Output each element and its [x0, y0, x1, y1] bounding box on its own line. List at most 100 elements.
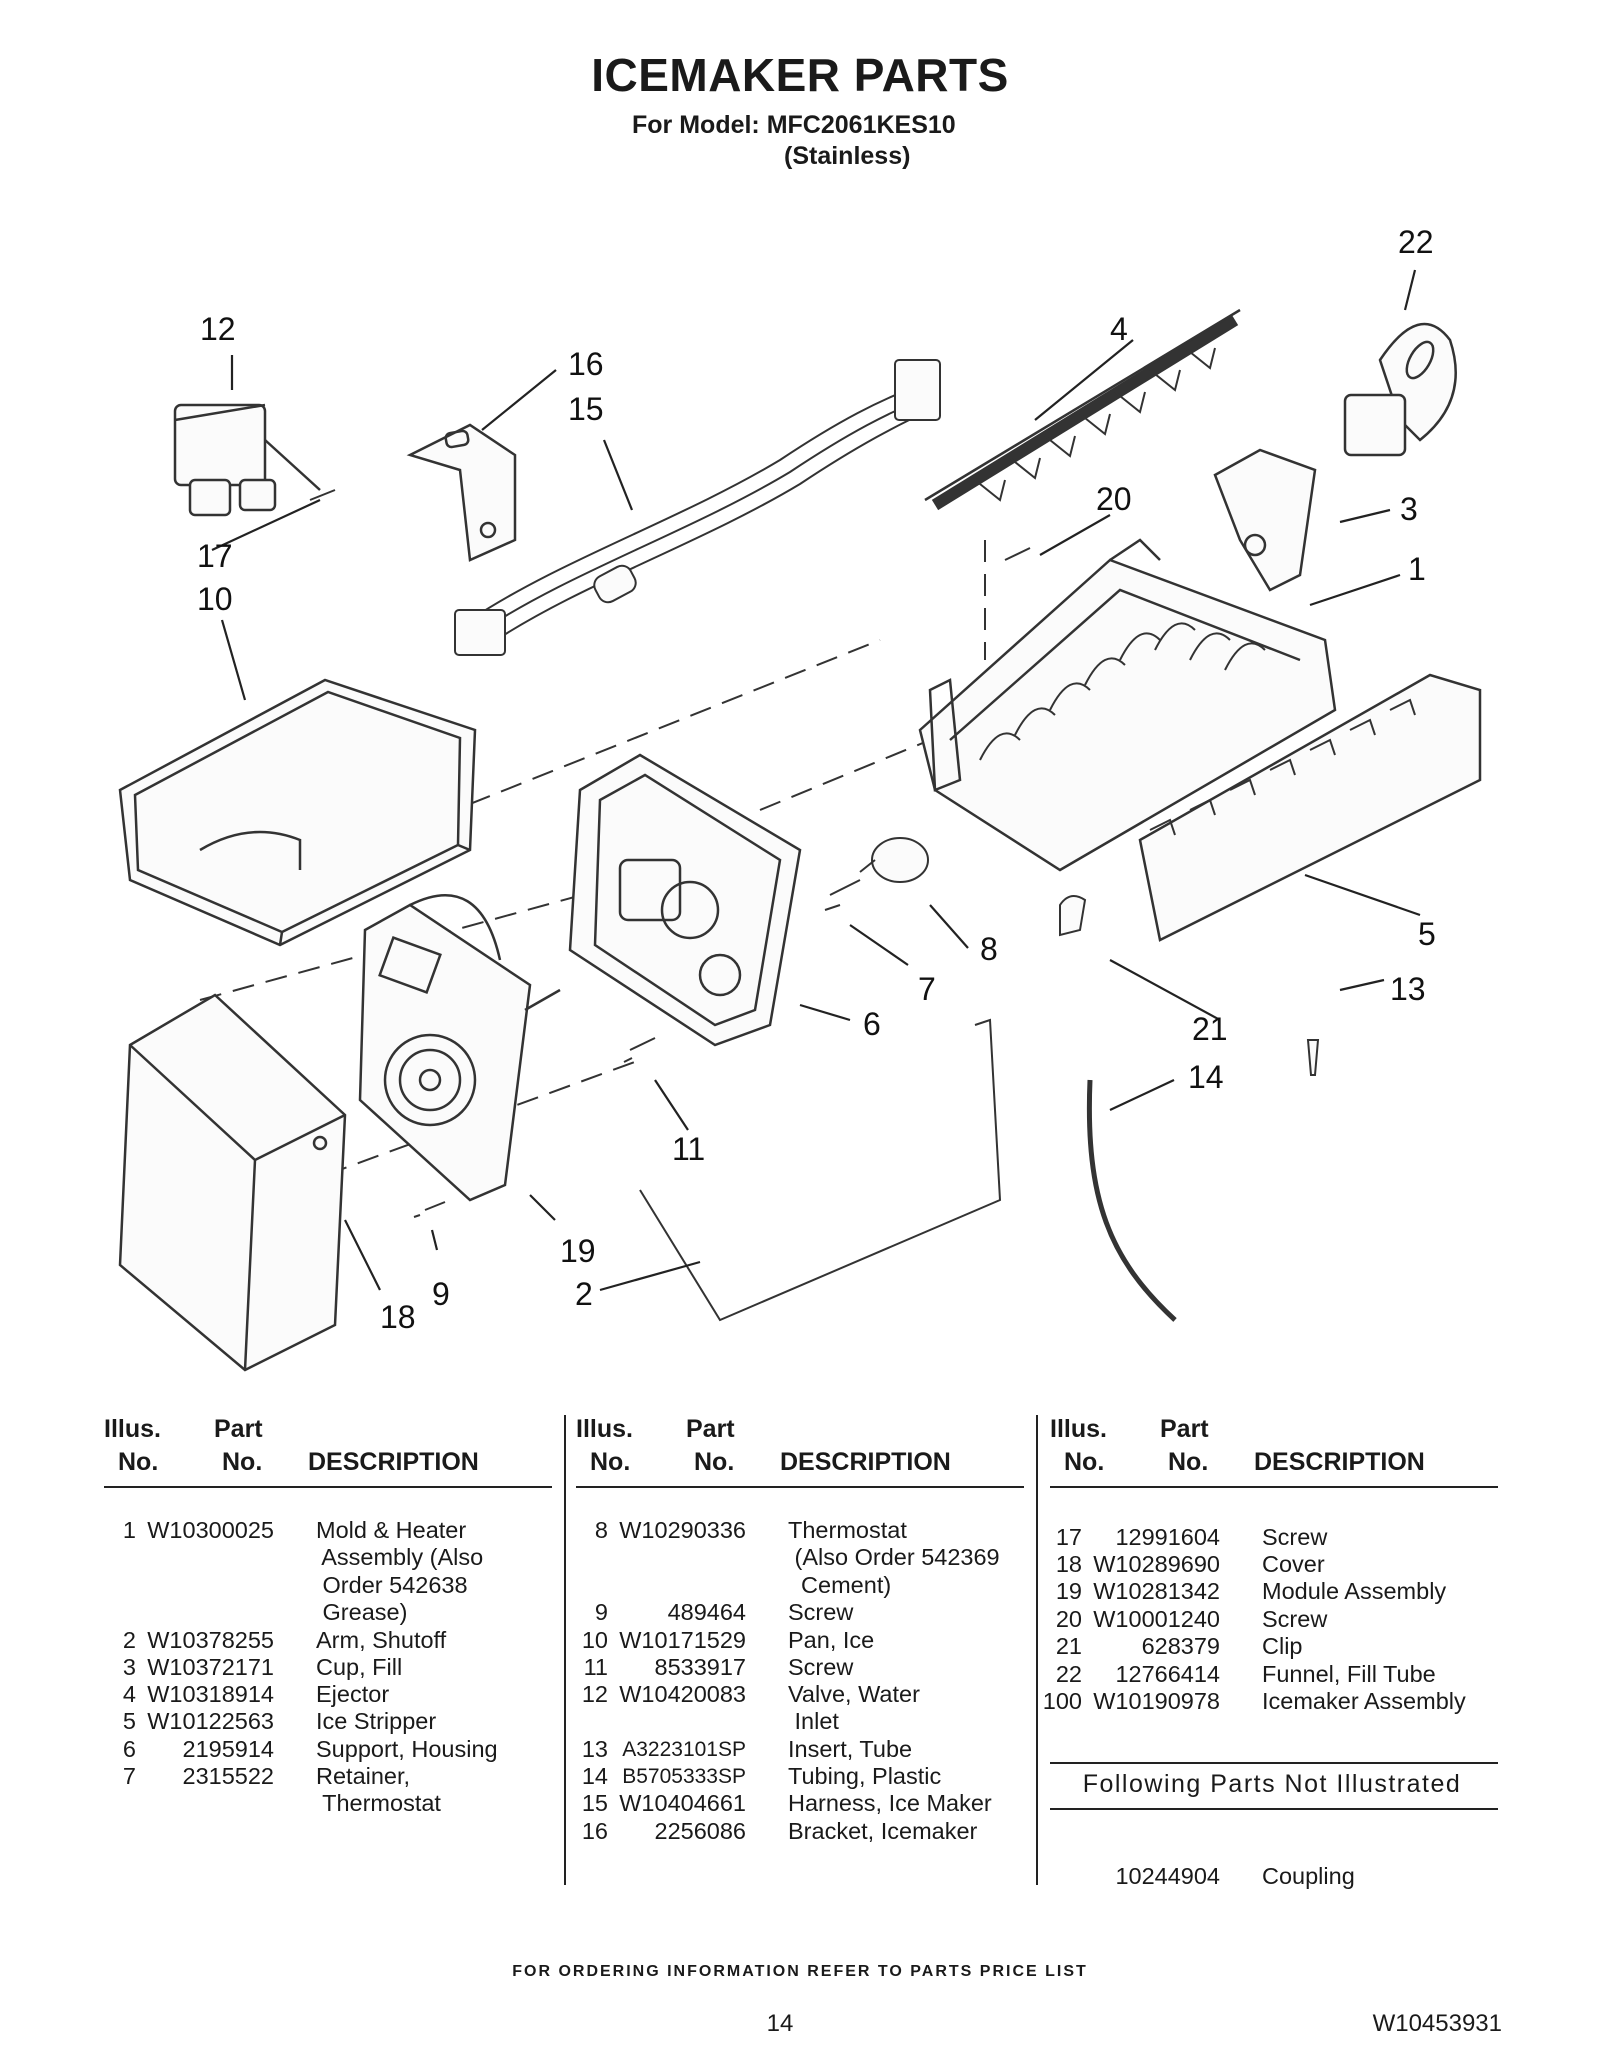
callout-19: 19: [560, 1233, 596, 1269]
illus-no: 14: [581, 1763, 608, 1789]
description: Bracket, Icemaker: [788, 1818, 978, 1844]
part-no: W10372171: [147, 1654, 274, 1680]
description: Ejector: [316, 1681, 390, 1707]
header-part-2: No.: [694, 1448, 735, 1476]
illus-no: 9: [594, 1599, 608, 1625]
header-illus-2: No.: [590, 1448, 631, 1476]
illus-no: 12: [581, 1681, 608, 1707]
ordering-note: FOR ORDERING INFORMATION REFER TO PARTS …: [512, 1963, 1088, 1980]
illus-no: 19: [1055, 1578, 1082, 1604]
callout-10: 10: [197, 581, 233, 617]
mold-drawing: [918, 538, 1337, 872]
part-no: W10300025: [147, 1517, 274, 1543]
header-illus-1: Illus.: [1050, 1415, 1107, 1443]
callout-17: 17: [197, 538, 233, 574]
part-no: W10289690: [1093, 1551, 1220, 1577]
not-illustrated-rule-top: [1050, 1762, 1498, 1764]
callout-21: 21: [1192, 1011, 1228, 1047]
illus-no: 1: [122, 1517, 136, 1543]
part-no: W10190978: [1093, 1688, 1220, 1714]
ejector-drawing: [924, 308, 1241, 511]
module-assembly-drawing: [358, 894, 561, 1202]
header-rule-col2: [576, 1486, 1024, 1488]
callout-22: 22: [1398, 224, 1434, 260]
part-no: W10404661: [619, 1790, 746, 1816]
small-parts-drawing: [309, 489, 1320, 1322]
part-no: W10171529: [619, 1627, 746, 1653]
description: Valve, Water Inlet: [788, 1681, 920, 1735]
description: Arm, Shutoff: [316, 1627, 447, 1653]
callout-4: 4: [1110, 311, 1128, 347]
description: Thermostat (Also Order 542369 Cement): [788, 1517, 1000, 1598]
part-no: 10244904: [1115, 1863, 1220, 1889]
ice-stripper-drawing: [1138, 673, 1482, 942]
part-no: 12766414: [1115, 1661, 1220, 1687]
callout-2: 2: [575, 1276, 593, 1312]
callout-7: 7: [918, 971, 936, 1007]
column-divider-2: [1036, 1415, 1038, 1885]
callout-1: 1: [1408, 551, 1426, 587]
part-no: 12991604: [1115, 1524, 1220, 1550]
callout-13: 13: [1390, 971, 1426, 1007]
fill-cup-drawing: [1213, 448, 1317, 592]
description: Coupling: [1262, 1863, 1355, 1889]
illus-no: 18: [1055, 1551, 1082, 1577]
housing-support-drawing: [568, 753, 802, 1047]
part-no: W10001240: [1093, 1606, 1220, 1632]
callout-18: 18: [380, 1299, 416, 1335]
document-number: W10453931: [1372, 2010, 1502, 2037]
part-no: W10122563: [147, 1708, 274, 1734]
description: Ice Stripper: [316, 1708, 437, 1734]
description: Icemaker Assembly: [1262, 1688, 1466, 1714]
illus-no: 13: [581, 1736, 608, 1762]
description: Funnel, Fill Tube: [1262, 1661, 1436, 1687]
not-illustrated-label: Following Parts Not Illustrated: [1082, 1770, 1462, 1798]
illus-no: 20: [1055, 1606, 1082, 1632]
header-rule-col1: [104, 1486, 552, 1488]
assembly-line-d: [759, 739, 931, 811]
description: Pan, Ice: [788, 1627, 875, 1653]
part-no: 2195914: [182, 1736, 275, 1762]
description: Screw: [1262, 1524, 1328, 1550]
description: Module Assembly: [1262, 1578, 1447, 1604]
illus-no: 8: [594, 1517, 608, 1543]
callout-labels: 12 16 15 4 22 20 3 1 17 10 8 7 6 5 13 21…: [197, 224, 1436, 1335]
description: Harness, Ice Maker: [788, 1790, 992, 1816]
harness-drawing: [454, 359, 941, 656]
part-no: W10420083: [619, 1681, 746, 1707]
model-subtitle: For Model: MFC2061KES10 (Stainless): [632, 110, 956, 172]
part-no: W10281342: [1093, 1578, 1220, 1604]
illus-no: 21: [1055, 1633, 1082, 1659]
header-part-1: Part: [1160, 1415, 1209, 1443]
part-no: A3223101SP: [622, 1738, 746, 1761]
illus-no: 22: [1055, 1661, 1082, 1687]
exploded-parts-diagram: 12 16 15 4 22 20 3 1 17 10 8 7 6 5 13 21…: [118, 224, 1482, 1372]
ice-pan-drawing: [118, 678, 477, 947]
column-divider-1: [564, 1415, 566, 1885]
illus-no: 6: [122, 1736, 136, 1762]
callout-12: 12: [200, 311, 236, 347]
illus-no: 7: [122, 1763, 136, 1789]
callout-20: 20: [1096, 481, 1132, 517]
illus-no: 17: [1055, 1524, 1082, 1550]
description: Screw: [788, 1599, 854, 1625]
header-desc: DESCRIPTION: [1254, 1448, 1425, 1476]
finish-line: (Stainless): [784, 142, 911, 170]
part-no: 8533917: [654, 1654, 747, 1680]
illus-no: 16: [581, 1818, 608, 1844]
header-part-2: No.: [1168, 1448, 1209, 1476]
illus-no: 4: [122, 1681, 136, 1707]
illus-no: 5: [122, 1708, 136, 1734]
callout-8: 8: [980, 931, 998, 967]
description: Mold & Heater Assembly (Also Order 54263…: [316, 1517, 484, 1626]
cover-drawing: [118, 993, 347, 1372]
header-part-2: No.: [222, 1448, 263, 1476]
callout-3: 3: [1400, 491, 1418, 527]
part-no: W10378255: [147, 1627, 274, 1653]
illus-no: 15: [581, 1790, 608, 1816]
part-no: 489464: [667, 1599, 746, 1625]
description: Cup, Fill: [316, 1654, 403, 1680]
callout-14: 14: [1188, 1059, 1224, 1095]
callout-11: 11: [672, 1131, 705, 1167]
part-no: B5705333SP: [622, 1765, 746, 1788]
